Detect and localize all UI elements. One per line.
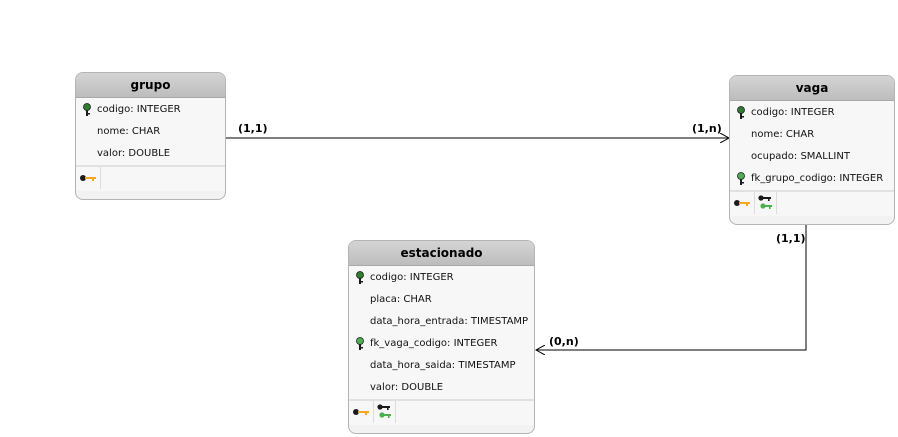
attribute-label: placa: CHAR xyxy=(370,294,432,305)
attribute-label: fk_vaga_codigo: INTEGER xyxy=(370,338,498,349)
keys-cell xyxy=(76,167,101,189)
attribute-label: nome: CHAR xyxy=(751,129,815,140)
attribute-label: data_hora_entrada: TIMESTAMP xyxy=(370,316,529,327)
foreign-keys-cell xyxy=(754,192,777,214)
attribute-row[interactable]: fk_vaga_codigo: INTEGER xyxy=(349,333,534,355)
primary-key-icon xyxy=(736,106,746,120)
entity-footer xyxy=(349,399,534,425)
attribute-label: codigo: INTEGER xyxy=(97,104,181,115)
attribute-row[interactable]: data_hora_saida: TIMESTAMP xyxy=(349,355,534,377)
attribute-row[interactable]: valor: DOUBLE xyxy=(349,377,534,399)
entity-estacionado[interactable]: estacionado codigo: INTEGER placa: CHAR … xyxy=(348,240,535,434)
entity-grupo[interactable]: grupo codigo: INTEGER nome: CHAR valor: … xyxy=(75,72,226,200)
attribute-label: valor: DOUBLE xyxy=(97,148,171,159)
attribute-row[interactable]: nome: CHAR xyxy=(76,121,225,143)
attribute-list: codigo: INTEGER placa: CHAR data_hora_en… xyxy=(349,266,534,399)
entity-title: estacionado xyxy=(349,241,534,266)
keys-cell xyxy=(730,192,755,214)
cardinality-estacionado-side: (0,n) xyxy=(549,335,579,348)
cardinality-vaga-bottom: (1,1) xyxy=(776,232,806,245)
attribute-label: valor: DOUBLE xyxy=(370,382,444,393)
attribute-row[interactable]: codigo: INTEGER xyxy=(730,102,894,124)
cardinality-vaga-side: (1,n) xyxy=(692,122,722,135)
attribute-row[interactable]: codigo: INTEGER xyxy=(349,267,534,289)
entity-vaga[interactable]: vaga codigo: INTEGER nome: CHAR ocupado:… xyxy=(729,75,895,225)
attribute-label: nome: CHAR xyxy=(97,126,161,137)
entity-footer xyxy=(76,165,225,191)
attribute-row[interactable]: ocupado: SMALLINT xyxy=(730,146,894,168)
attribute-label: codigo: INTEGER xyxy=(370,272,454,283)
attribute-row[interactable]: placa: CHAR xyxy=(349,289,534,311)
primary-key-icon xyxy=(355,271,365,285)
connector-vaga-estacionado xyxy=(536,225,807,350)
attribute-row[interactable]: nome: CHAR xyxy=(730,124,894,146)
attribute-row[interactable]: data_hora_entrada: TIMESTAMP xyxy=(349,311,534,333)
keys-cell xyxy=(349,401,374,423)
attribute-list: codigo: INTEGER nome: CHAR ocupado: SMAL… xyxy=(730,101,894,190)
attribute-row[interactable]: codigo: INTEGER xyxy=(76,99,225,121)
foreign-keys-cell xyxy=(373,401,396,423)
cardinality-grupo-side: (1,1) xyxy=(238,122,268,135)
attribute-row[interactable]: fk_grupo_codigo: INTEGER xyxy=(730,168,894,190)
entity-footer xyxy=(730,190,894,216)
attribute-label: fk_grupo_codigo: INTEGER xyxy=(751,173,884,184)
attribute-label: data_hora_saida: TIMESTAMP xyxy=(370,360,516,371)
foreign-key-icon xyxy=(736,172,746,186)
attribute-row[interactable]: valor: DOUBLE xyxy=(76,143,225,165)
attribute-label: codigo: INTEGER xyxy=(751,107,835,118)
entity-title: grupo xyxy=(76,73,225,98)
attribute-label: ocupado: SMALLINT xyxy=(751,151,850,162)
foreign-key-icon xyxy=(355,337,365,351)
primary-key-icon xyxy=(82,103,92,117)
entity-title: vaga xyxy=(730,76,894,101)
attribute-list: codigo: INTEGER nome: CHAR valor: DOUBLE xyxy=(76,98,225,165)
